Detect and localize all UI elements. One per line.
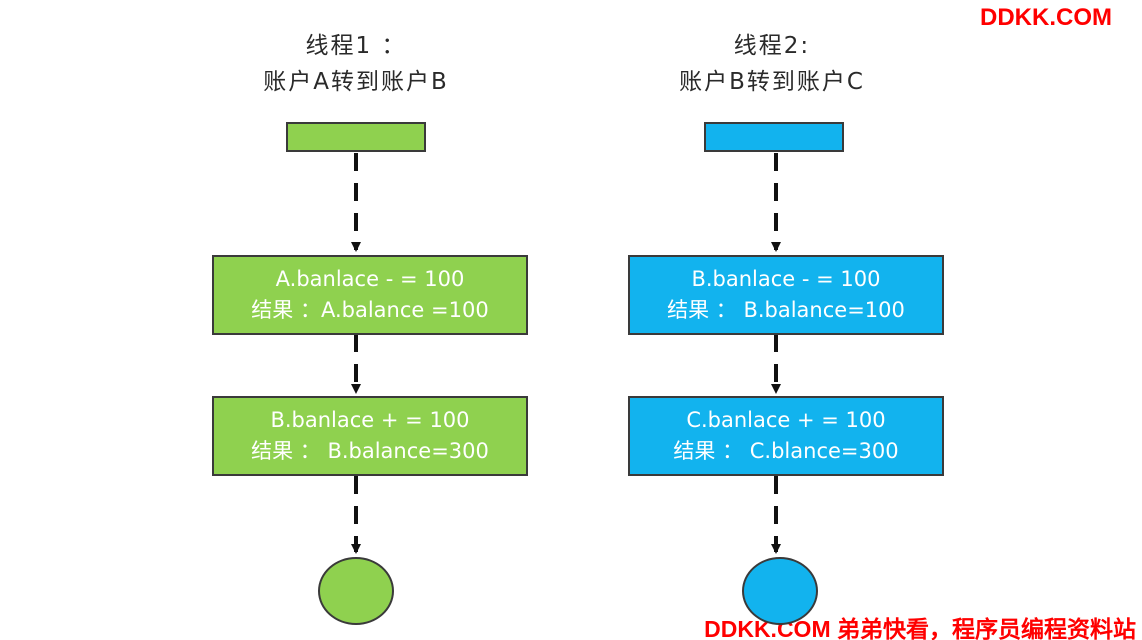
thread1-step2-operation: B.banlace + = 100: [270, 408, 470, 432]
thread2-end-node: [742, 557, 818, 625]
thread1-step2-box: B.banlace + = 100 结果 ： B.balance=300: [212, 396, 528, 476]
thread2-step2-box: C.banlace + = 100 结果 ： C.blance=300: [628, 396, 944, 476]
thread2-step2-result: 结果 ： C.blance=300: [673, 439, 899, 463]
thread1-title-line2: 账户A转到账户B: [263, 69, 449, 95]
thread1-step1-operation: A.banlace - = 100: [275, 267, 465, 291]
thread2-start-node: [704, 122, 844, 152]
thread1-title-line1: 线程1 ：: [305, 33, 407, 59]
watermark-top: DDKK.COM: [980, 4, 1112, 31]
thread1-end-node: [318, 557, 394, 625]
thread1-step2-result: 结果 ： B.balance=300: [251, 439, 489, 463]
thread2-step1-result: 结果 ： B.balance=100: [667, 298, 905, 322]
thread2-title: 线程2: 账户B转到账户C: [622, 28, 922, 100]
thread2-title-line1: 线程2:: [733, 33, 811, 59]
thread1-step1-result: 结果 ：A.balance =100: [251, 298, 489, 322]
thread1-step1-box: A.banlace - = 100 结果 ：A.balance =100: [212, 255, 528, 335]
thread1-start-node: [286, 122, 426, 152]
thread2-title-line2: 账户B转到账户C: [679, 69, 865, 95]
thread2-step1-operation: B.banlace - = 100: [691, 267, 881, 291]
thread1-title: 线程1 ： 账户A转到账户B: [206, 28, 506, 100]
thread2-step2-operation: C.banlace + = 100: [686, 408, 886, 432]
thread2-step1-box: B.banlace - = 100 结果 ： B.balance=100: [628, 255, 944, 335]
